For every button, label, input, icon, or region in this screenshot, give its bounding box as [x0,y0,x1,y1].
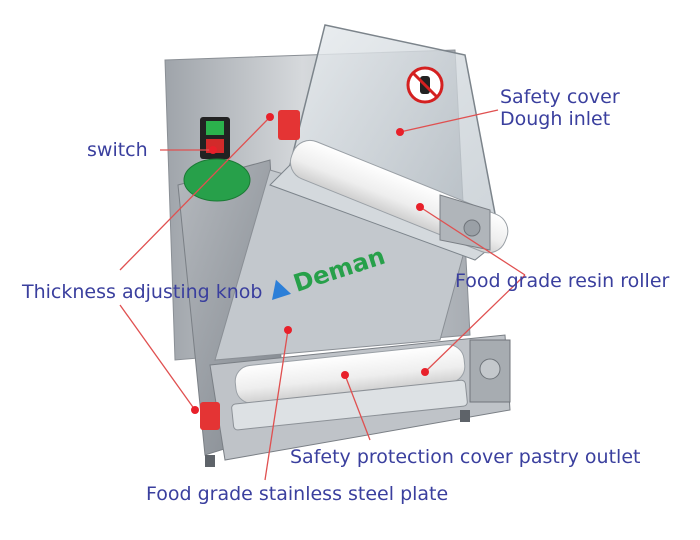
side-screw [463,219,481,237]
green-logo-badge [183,158,251,202]
outlet-cover [231,379,468,431]
label-outlet-cover: Safety protection cover pastry outlet [290,446,641,468]
label-thickness-knob: Thickness adjusting knob [22,281,263,303]
thickness-knob-top [278,110,300,140]
label-safety-cover: Safety cover Dough inlet [500,86,620,130]
label-switch: switch [87,139,148,161]
side-block-screw [479,358,501,380]
leg-right [460,410,470,422]
thickness-knob-bottom [200,402,220,430]
leg-left [205,455,215,467]
marker-dots [191,113,429,414]
no-hand-icon [406,66,444,104]
leader-lines [119,109,526,481]
side-block [469,339,511,403]
label-resin-roller: Food grade resin roller [455,270,670,292]
label-steel-plate: Food grade stainless steel plate [146,483,449,505]
side-housing [439,194,491,251]
